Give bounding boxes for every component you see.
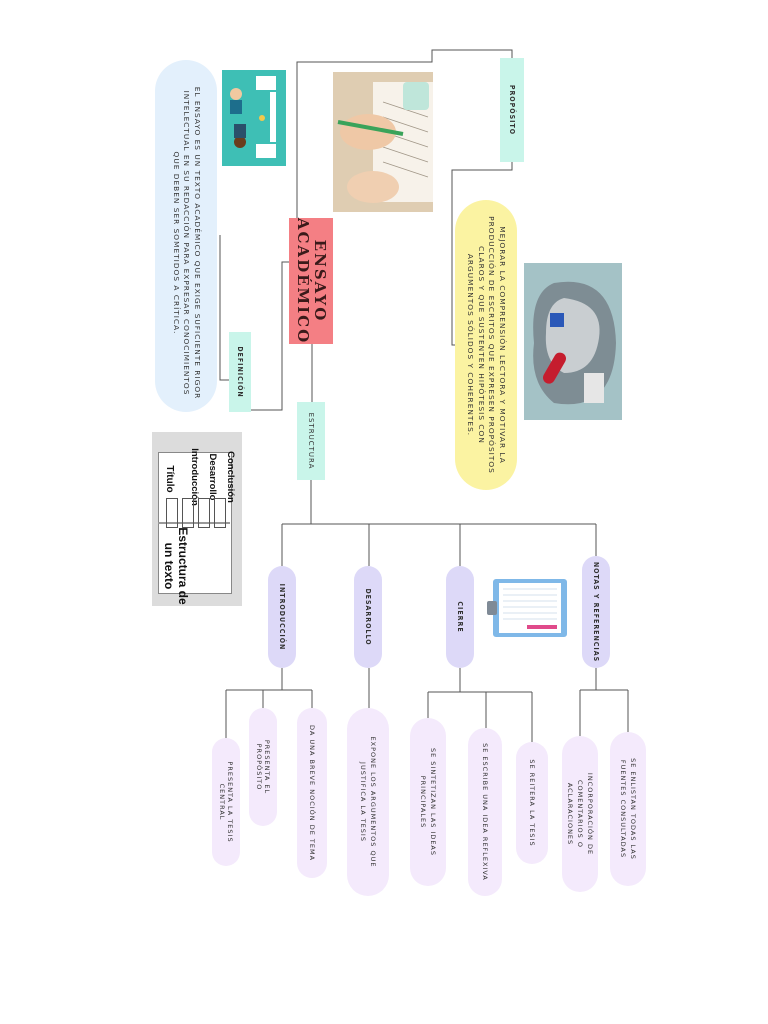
meeting-image [222, 70, 286, 166]
section-notas-label: Notas y referencias [592, 561, 600, 663]
brain-image [524, 263, 622, 420]
intro-child-2-text: Presenta el propósito [255, 739, 271, 795]
estructura-label: Estructura [307, 412, 315, 470]
cierre-child-2-box [468, 728, 502, 896]
desarrollo-child-1-box [347, 708, 389, 896]
cierre-child-3-text: Se reitera la tesis [528, 759, 536, 847]
desarrollo-child-1-text: Expone los argumentos que justifica la t… [359, 736, 377, 868]
intro-child-3-box [297, 708, 327, 878]
section-desarrollo-label: Desarrollo [364, 588, 372, 646]
book-image: Estructura de un texto Título Introducci… [152, 432, 242, 606]
book-cover-text: Estructura de un texto [162, 527, 190, 605]
definicion-oval [155, 60, 217, 412]
cierre-child-3-box [516, 742, 548, 864]
proposito-text: Mejorar la comprensión lectora y motivar… [466, 216, 508, 474]
intro-child-3-text: Da una breve noción de tema [308, 724, 316, 862]
section-desarrollo-box [354, 566, 382, 668]
section-cierre-box [446, 566, 474, 668]
section-notas-box [582, 556, 610, 668]
section-cierre-label: Cierre [456, 601, 464, 633]
definicion-box [229, 332, 251, 412]
notas-child-1-text: Incorporación de comentarios o aclaracio… [566, 772, 594, 856]
cierre-child-2-text: Se escribe una idea reflexiva [481, 743, 489, 881]
intro-child-2-box [249, 708, 277, 826]
definicion-text: El ensayo es un texto académico que exig… [171, 86, 202, 400]
book-item-conclusion: Conclusión [225, 451, 237, 503]
clipboard-image [487, 575, 571, 643]
section-introduccion-label: Introducción [278, 583, 286, 651]
notas-child-2-box [610, 732, 646, 886]
proposito-oval [455, 200, 517, 490]
definicion-label: Definición [236, 346, 244, 398]
notas-child-1-box [562, 736, 598, 892]
writing-image [333, 72, 433, 212]
cierre-child-1-text: Se sintetizan las ideas principales [419, 748, 437, 857]
cierre-child-1-box [410, 718, 446, 886]
estructura-box [297, 402, 325, 480]
title-box [289, 218, 333, 344]
notas-child-2-text: Se enlistan todas las fuentes consultada… [619, 758, 637, 860]
proposito-box [500, 58, 524, 162]
intro-child-1-text: Presenta la tesis central [218, 761, 234, 843]
intro-child-1-box [212, 738, 240, 866]
section-introduccion-box [268, 566, 296, 668]
title-text: Ensayo Académico [294, 217, 329, 345]
proposito-label: Propósito [508, 84, 516, 136]
